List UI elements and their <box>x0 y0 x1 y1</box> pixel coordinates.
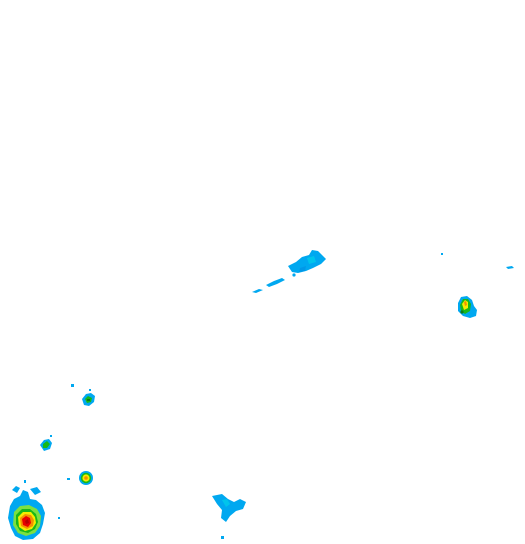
echo-southwest-storm <box>8 480 60 540</box>
echo-west-cell-2 <box>40 435 52 451</box>
echo-east-specks <box>441 253 514 269</box>
echo-central-streak <box>252 273 296 293</box>
echo-west-cell-1 <box>71 384 95 406</box>
echo-south-patch <box>212 494 246 539</box>
echo-east-cell <box>458 296 477 318</box>
echo-west-cell-3 <box>67 471 93 485</box>
echo-central-band <box>288 250 326 273</box>
